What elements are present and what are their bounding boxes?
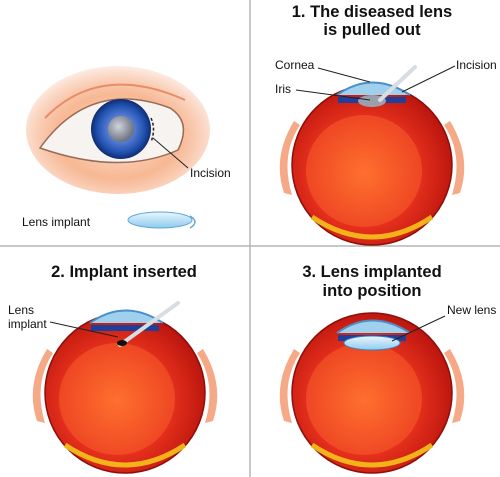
lens-implant-icon <box>127 211 193 229</box>
implant-haptic <box>189 215 196 229</box>
lens-implant-label-2-line2: implant <box>8 317 47 331</box>
incision-label-1: Incision <box>456 58 497 72</box>
lens-implant-label-2-line1: Lens <box>8 303 34 317</box>
cornea-3 <box>336 319 411 334</box>
cornea-pointer <box>317 67 371 83</box>
pupil-cataract <box>108 116 134 142</box>
panel-step-1: 1. The diseased lens is pulled out Corne… <box>275 3 497 245</box>
step1-title-line1: 1. The diseased lens <box>292 3 453 21</box>
upper-eyelid-crease <box>44 83 186 119</box>
incision-label: Incision <box>190 166 231 180</box>
step3-title-line2: into position <box>323 282 422 300</box>
panel-step-3: 3. Lens implanted into position New lens <box>280 263 496 473</box>
panel-step-2: 2. Implant inserted Lens implant <box>8 263 217 473</box>
eyeball-2 <box>33 313 217 473</box>
lens-implant-label: Lens implant <box>22 215 91 229</box>
new-lens-pointer <box>391 315 446 342</box>
iris-pointer <box>295 89 371 101</box>
step1-title-line2: is pulled out <box>323 21 421 39</box>
step3-title-line1: 3. Lens implanted <box>302 263 441 281</box>
lens-implant-pointer <box>49 321 119 338</box>
incision-pointer-1 <box>401 65 456 93</box>
iris-label: Iris <box>275 82 291 96</box>
incision-pointer <box>152 137 189 169</box>
surgical-instrument-1 <box>378 65 417 102</box>
cornea-1 <box>336 81 411 96</box>
new-lens-label: New lens <box>447 303 496 317</box>
new-lens <box>343 335 401 351</box>
incision-mark <box>150 117 155 143</box>
surgical-instrument-2 <box>118 301 180 347</box>
implant-folded <box>117 340 127 346</box>
cornea-label: Cornea <box>275 58 315 72</box>
diseased-lens <box>358 95 386 107</box>
step2-title: 2. Implant inserted <box>51 263 197 281</box>
eyeball-1 <box>280 85 464 245</box>
panel-external-eye: Incision Lens implant <box>22 66 231 229</box>
